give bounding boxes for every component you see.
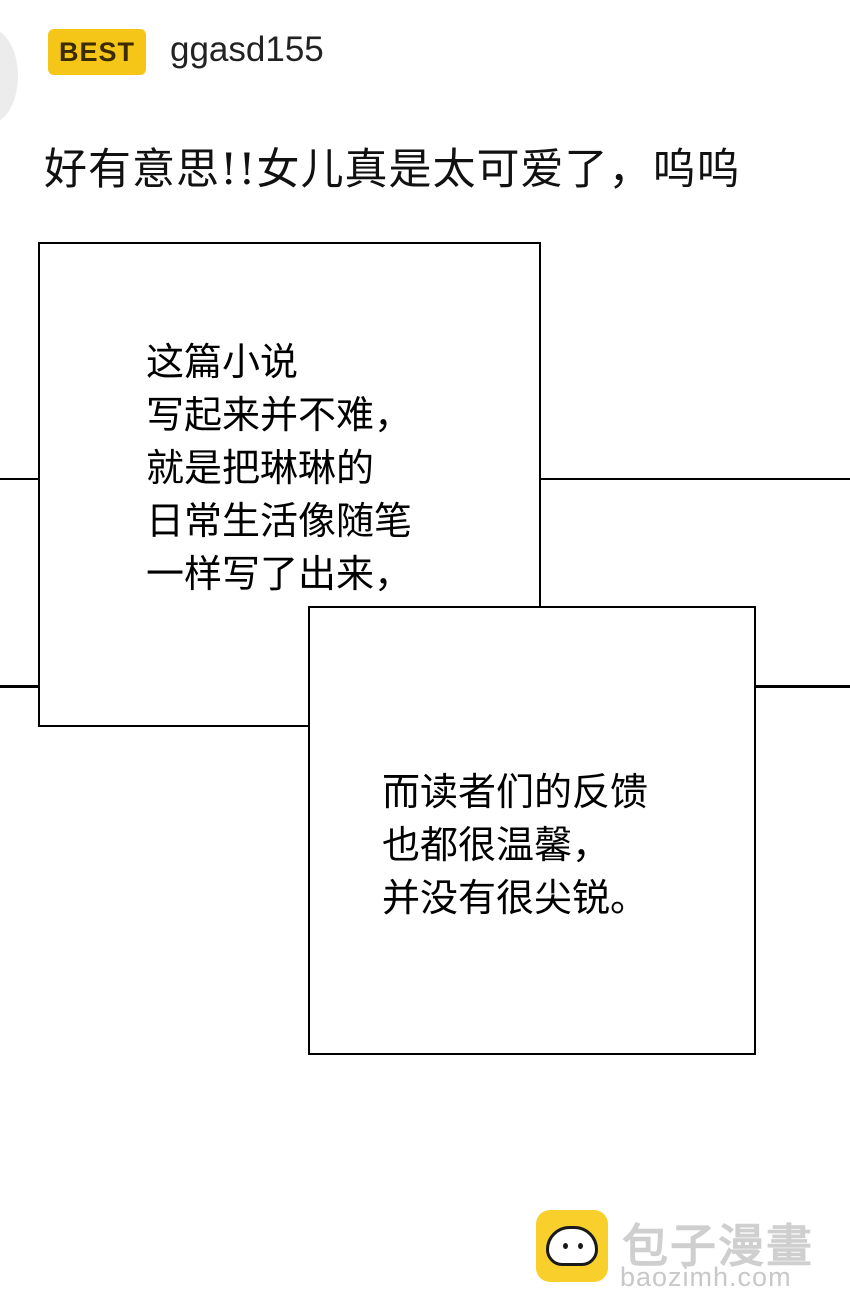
watermark-site-name: 包子漫畫 [622, 1219, 814, 1273]
text-line: 一样写了出来， [146, 552, 413, 596]
text-line: 也都很温馨， [382, 823, 611, 867]
speech-box-second: 而读者们的反馈 也都很温馨， 并没有很尖锐。 [308, 606, 756, 1055]
best-badge: BEST [48, 29, 146, 75]
text-line: 写起来并不难， [146, 393, 413, 437]
speech-box-second-text: 而读者们的反馈 也都很温馨， 并没有很尖锐。 [382, 766, 648, 925]
comment-username[interactable]: ggasd155 [170, 30, 324, 69]
watermark-url: baozimh.com [620, 1262, 792, 1292]
text-line: 日常生活像随笔 [146, 499, 413, 543]
text-line: 并没有很尖锐。 [382, 876, 649, 920]
comment-text: 好有意思!!女儿真是太可爱了，呜呜 [44, 145, 741, 195]
text-line: 就是把琳琳的 [146, 446, 375, 490]
speech-box-first-text: 这篇小说 写起来并不难， 就是把琳琳的 日常生活像随笔 一样写了出来， [146, 336, 412, 601]
user-avatar[interactable] [0, 28, 18, 124]
text-line: 而读者们的反馈 [382, 770, 649, 814]
bun-logo-icon [536, 1210, 608, 1282]
text-line: 这篇小说 [146, 340, 299, 384]
speech-box-first: 这篇小说 写起来并不难， 就是把琳琳的 日常生活像随笔 一样写了出来， [38, 242, 541, 727]
